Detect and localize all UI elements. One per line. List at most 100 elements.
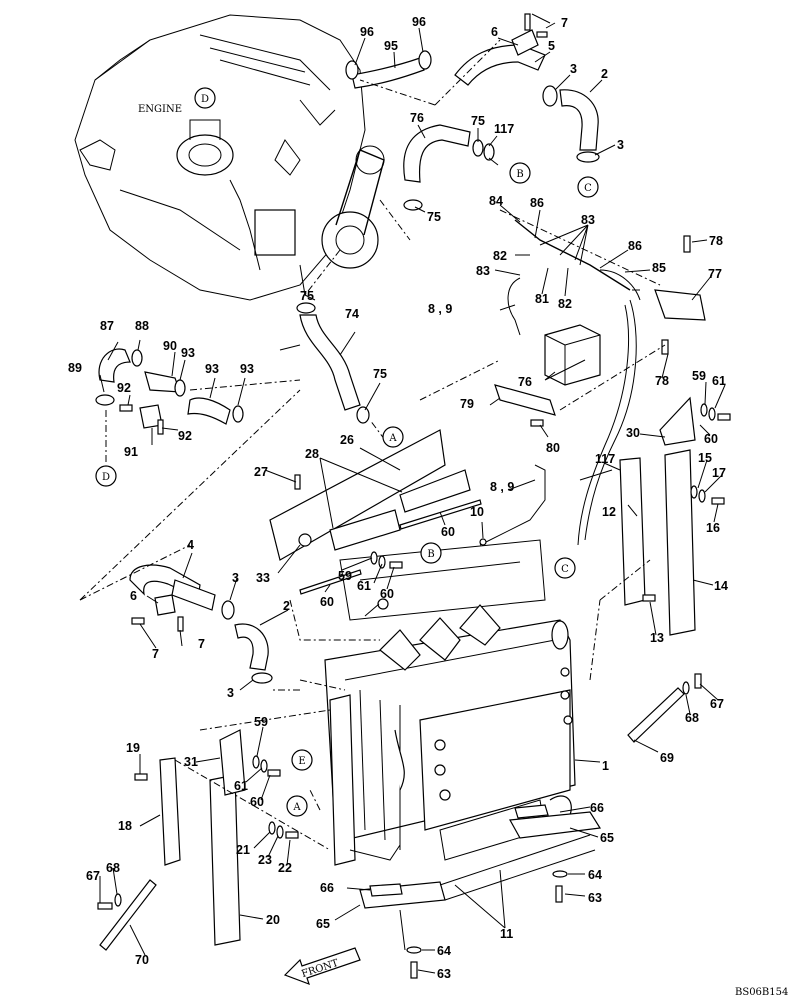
label-65-right: 67	[710, 697, 724, 711]
label-25: 27	[254, 465, 268, 479]
label-75-top: 78	[709, 234, 723, 248]
bolt-19	[134, 773, 148, 781]
clamp-69-b	[403, 199, 423, 211]
plate-12	[619, 457, 646, 606]
label-3-low: 3	[227, 686, 234, 700]
callout-c-top: C	[584, 183, 592, 194]
pipe-82	[599, 269, 641, 301]
callout-c-mid: C	[561, 564, 569, 575]
stay-64	[627, 687, 685, 743]
callout-circle-d-left	[95, 465, 117, 487]
engine-drawing	[74, 14, 385, 301]
label-33-b: 60	[320, 595, 334, 609]
bracket-down	[399, 909, 406, 951]
label-2-left: 2	[283, 599, 290, 613]
label-30-left: 59	[254, 715, 268, 729]
bolt-31-right	[717, 413, 731, 421]
clamp-3-top-a	[542, 85, 558, 107]
label-64: 69	[660, 751, 674, 765]
hose-67	[299, 314, 361, 411]
bolt-7-left-b	[177, 616, 184, 632]
label-1: 1	[602, 759, 609, 773]
bolt-31-left	[267, 769, 281, 777]
part-numbers: 96 96 95 6 7 5 3 2 3 76 75 117 75 84 86 …	[68, 15, 728, 981]
clamp-3-top-b	[576, 151, 600, 163]
label-87: 90	[163, 339, 177, 353]
callout-d-left: D	[102, 472, 110, 483]
hose-8-9-top	[507, 277, 521, 336]
callout-circle-b-top	[509, 162, 531, 184]
label-61-right: 65	[600, 831, 614, 845]
label-66-right: 68	[685, 711, 699, 725]
callout-d-top: D	[201, 94, 209, 105]
label-85: 88	[135, 319, 149, 333]
bolt-59-left	[410, 961, 418, 979]
label-19: 19	[126, 741, 140, 755]
callout-circle-a-top	[382, 426, 404, 448]
label-28: 31	[184, 755, 198, 769]
front-arrow	[283, 947, 361, 986]
label-78: 81	[535, 292, 549, 306]
label-16: 16	[706, 521, 720, 535]
washer-60-right	[552, 870, 568, 878]
label-32-left: 61	[234, 779, 248, 793]
callout-circle-a-low	[286, 795, 308, 817]
clamp-94	[483, 143, 495, 161]
label-59-left: 63	[437, 967, 451, 981]
label-3-left: 3	[232, 571, 239, 585]
callout-b-mid: B	[427, 549, 434, 560]
label-8-9-mid: 8 , 9	[490, 480, 514, 494]
bar-33-b	[299, 569, 362, 595]
label-89-a: 92	[117, 381, 131, 395]
plate-26-a	[329, 509, 401, 551]
label-31-right: 60	[704, 432, 718, 446]
clamp-85	[131, 349, 143, 367]
label-23: 23	[258, 853, 272, 867]
label-4: 4	[187, 538, 194, 552]
label-32-mid: 61	[357, 579, 371, 593]
label-84: 87	[100, 319, 114, 333]
bracket-6-top	[511, 29, 539, 56]
hose-84	[98, 348, 131, 383]
label-3-top: 3	[570, 62, 577, 76]
radiator-assembly	[324, 539, 576, 866]
label-17: 17	[712, 466, 726, 480]
label-32-right: 61	[712, 374, 726, 388]
plate-24	[269, 429, 446, 561]
callout-circle-c-mid	[554, 557, 576, 579]
clip-10	[479, 538, 487, 546]
washer-32-left	[260, 759, 268, 773]
washer-21	[268, 821, 276, 835]
label-18: 18	[118, 819, 132, 833]
pipe-4	[171, 579, 216, 611]
label-93-a: 96	[360, 25, 374, 39]
label-80-b: 83	[476, 264, 490, 278]
label-30-mid: 59	[338, 569, 352, 583]
label-79-a: 82	[493, 249, 507, 263]
bolt-22	[285, 831, 299, 839]
label-91-b: 93	[240, 362, 254, 376]
hose-8-9-mid	[479, 464, 546, 546]
callout-circle-e	[291, 749, 313, 771]
label-22: 22	[278, 861, 292, 875]
label-90: 93	[205, 362, 219, 376]
clamp-91-a	[174, 379, 186, 397]
bolt-77	[530, 419, 544, 427]
hose-92	[351, 57, 425, 89]
label-29: 33	[256, 571, 270, 585]
label-7-left-b: 7	[198, 637, 205, 651]
label-69-a: 75	[471, 114, 485, 128]
callout-circle-c-top	[577, 176, 599, 198]
drawing-code: BS06B154	[735, 987, 788, 998]
hose-2-left	[234, 623, 269, 671]
rail-11-a	[439, 834, 591, 886]
washer-60-left	[406, 946, 422, 954]
bolt-7-top-b	[536, 31, 548, 38]
label-60-left: 64	[437, 944, 451, 958]
support-62-right	[514, 804, 549, 819]
reserve-tank-70	[544, 324, 601, 386]
label-69-c: 75	[300, 289, 314, 303]
plate-28	[219, 729, 246, 796]
label-89-b: 92	[178, 429, 192, 443]
